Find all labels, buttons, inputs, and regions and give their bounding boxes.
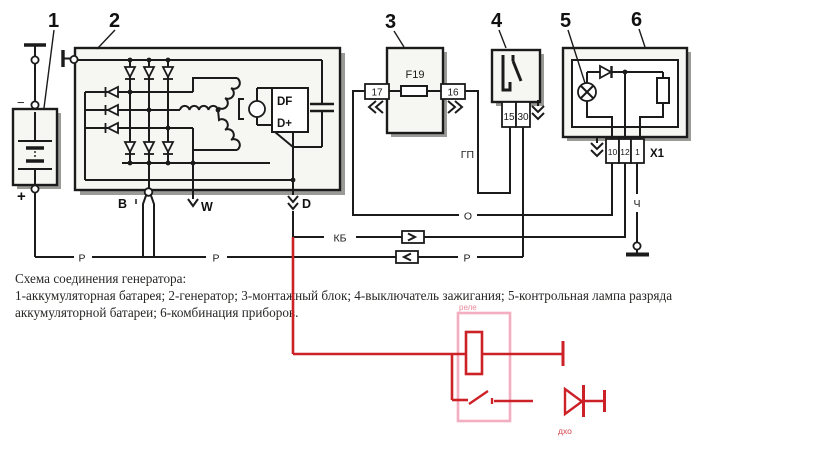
caption-line2: 1-аккумуляторная батарея; 2-генератор; 3… [15,288,672,303]
terminal-d-label: D [302,197,311,211]
voltage-regulator: DF D+ [271,87,309,148]
inline-connector-left-icon [395,250,419,264]
charge-warning-lamp [577,82,597,102]
wire-gp-label: ГП [461,149,474,161]
generator-unit: DF D+ W D [61,10,345,257]
connector-arrow-down-icon-2 [590,137,604,158]
callout-4: 4 [491,10,503,32]
wire-ch-label: Ч [634,198,641,210]
terminal-15-label: 15 [503,112,515,123]
ignition-switch-box [490,48,542,104]
fuse-symbol [400,85,428,97]
terminal-w-label: W [201,200,213,214]
capacitor [293,60,334,148]
callout-3: 3 [385,11,396,33]
harness-wires: О ГП КБ Р Р Р Ч [35,90,649,265]
x1-connector-label: X1 [650,148,665,160]
terminal-w: W [187,150,213,214]
red-drl-modification: реле дхо [291,237,606,436]
battery-plus-label: + [17,188,26,205]
battery-plus-terminal [30,184,40,194]
wire-p-label-2: Р [212,253,219,265]
connector-arrow-right-icon [447,100,464,114]
connector-arrow-left-icon [367,100,384,114]
battery-minus-terminal [30,55,40,65]
terminal-16-label: 16 [447,88,459,99]
callout-2: 2 [109,10,120,32]
caption-block: Схема соединения генератора: 1-аккумулят… [15,271,672,320]
terminal-30-label: 30 [517,112,529,123]
rotor-brushes [238,87,284,126]
instrument-cluster-unit: 10 12 1 X1 5 6 [560,9,691,164]
relay-coil-symbol [464,330,484,376]
relay-switch-contact [450,354,533,405]
terminal-12-label: 12 [620,147,630,157]
wire-o-label: О [464,211,472,223]
terminal-d: D [287,132,311,237]
caption-line3: аккумуляторной батареи; 6-комбинация при… [15,305,298,320]
inline-connector-right-icon [401,230,425,244]
regulator-dplus-label: D+ [277,118,292,130]
terminal-1-label: 1 [635,147,640,157]
relay-outline-box [456,311,512,423]
ground-wire-right: Ч [626,163,649,257]
fuse-label: F19 [406,69,425,81]
battery-minus-label: − [17,95,25,110]
regulator-df-label: DF [277,96,292,108]
callout-5: 5 [560,10,571,32]
cluster-diode [599,64,613,80]
caption-title: Схема соединения генератора: [15,271,186,286]
terminal-b: В [118,163,155,257]
callout-1: 1 [48,10,59,32]
wire-p-label-1: Р [78,253,85,265]
battery-cell-plates [18,112,52,185]
ignition-switch-unit: 15 30 4 [490,10,545,128]
wire-kb-label: КБ [333,233,346,245]
callout-6: 6 [631,9,642,31]
terminal-10-label: 10 [608,147,618,157]
battery-unit: − + 1 [11,10,61,257]
drl-diode-symbol [563,385,606,417]
relay-label: реле [459,303,477,312]
terminal-17-label: 17 [371,88,383,99]
switch-contact-symbol [501,55,523,92]
x1-connector: 10 12 1 X1 [605,138,665,164]
terminal-b-label: В [118,197,127,211]
wire-p-label-3: Р [463,253,470,265]
mounting-block-unit: F19 17 16 3 [364,11,466,137]
connector-arrow-down-icon [531,100,545,121]
drl-label: дхо [558,426,572,436]
